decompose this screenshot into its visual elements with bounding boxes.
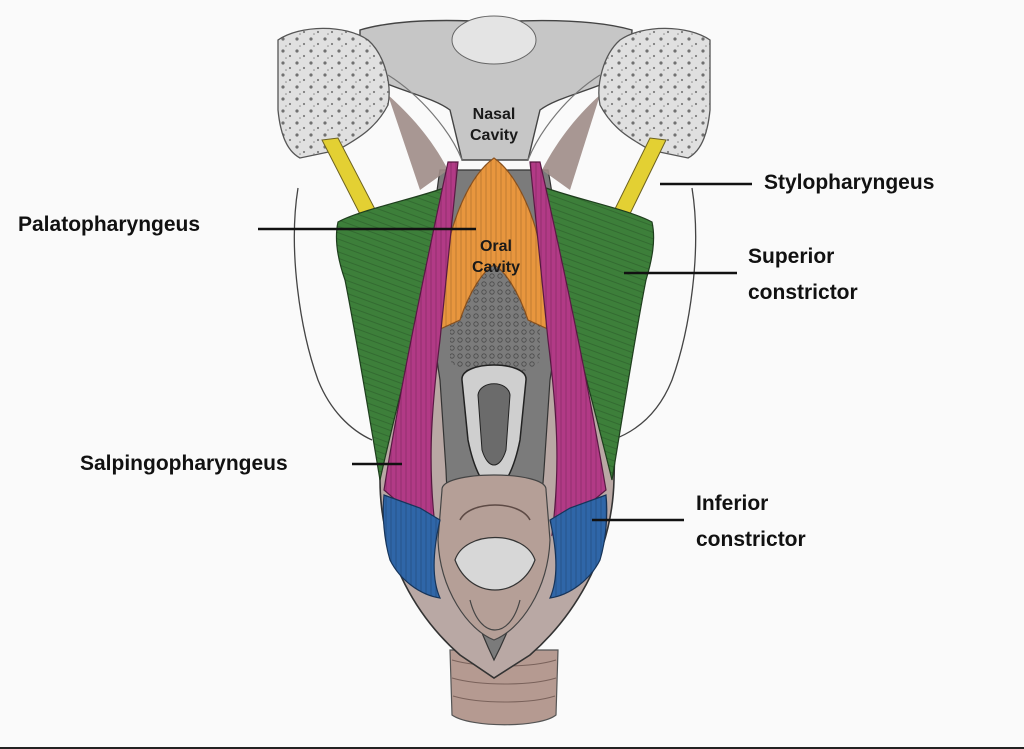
palatopharyngeus-label: Palatopharyngeus [18,213,201,236]
esophagus-tube [449,649,559,726]
superior-constrictor-line-2: constrictor [748,281,858,304]
outer-outline-left [293,187,373,441]
superior-constrictor-label: Superior constrictor [748,239,858,311]
nasal-cavity-line-2: Cavity [469,127,519,144]
nasal-cavity-label: Nasal Cavity [454,104,534,146]
salpingopharyngeus-label: Salpingopharyngeus [80,452,288,475]
oral-cavity-label: Oral Cavity [456,236,536,278]
inferior-constrictor-label: Inferior constrictor [696,486,806,558]
outer-outline-right [611,187,697,441]
inferior-constrictor-line-1: Inferior [696,492,769,515]
superior-constrictor-line-1: Superior [748,245,835,268]
oral-cavity-line-2: Cavity [471,259,521,276]
oral-cavity-line-1: Oral [479,238,512,255]
stylopharyngeus-left [321,137,379,223]
stylopharyngeus-label: Stylopharyngeus [764,171,935,194]
inferior-constrictor-line-2: constrictor [696,528,806,551]
nasal-cavity-line-1: Nasal [472,106,516,123]
sphenoid-body [451,15,537,65]
